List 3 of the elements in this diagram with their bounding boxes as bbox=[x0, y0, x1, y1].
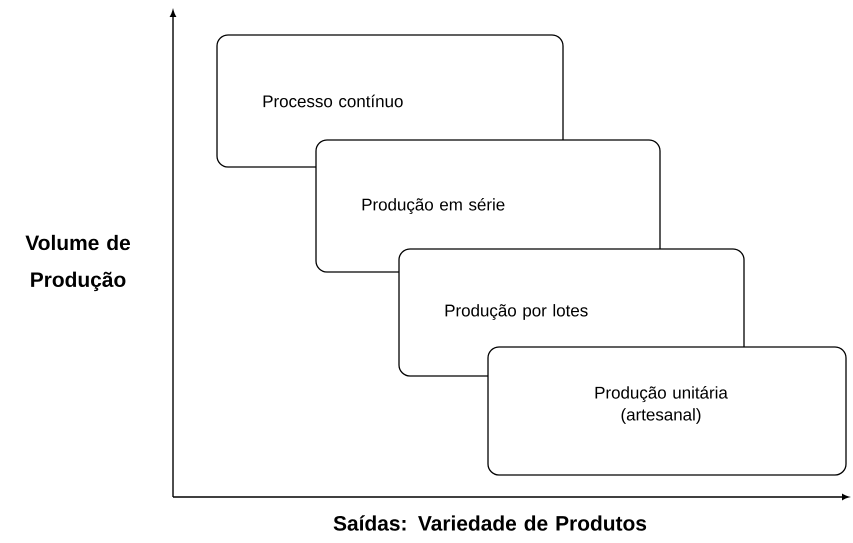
axis-label: Saídas: Variedade de Produtos bbox=[334, 515, 646, 531]
axis-label: Volume de Produção bbox=[25, 234, 130, 292]
process-box: Produção unitária (artesanal) bbox=[487, 346, 847, 476]
